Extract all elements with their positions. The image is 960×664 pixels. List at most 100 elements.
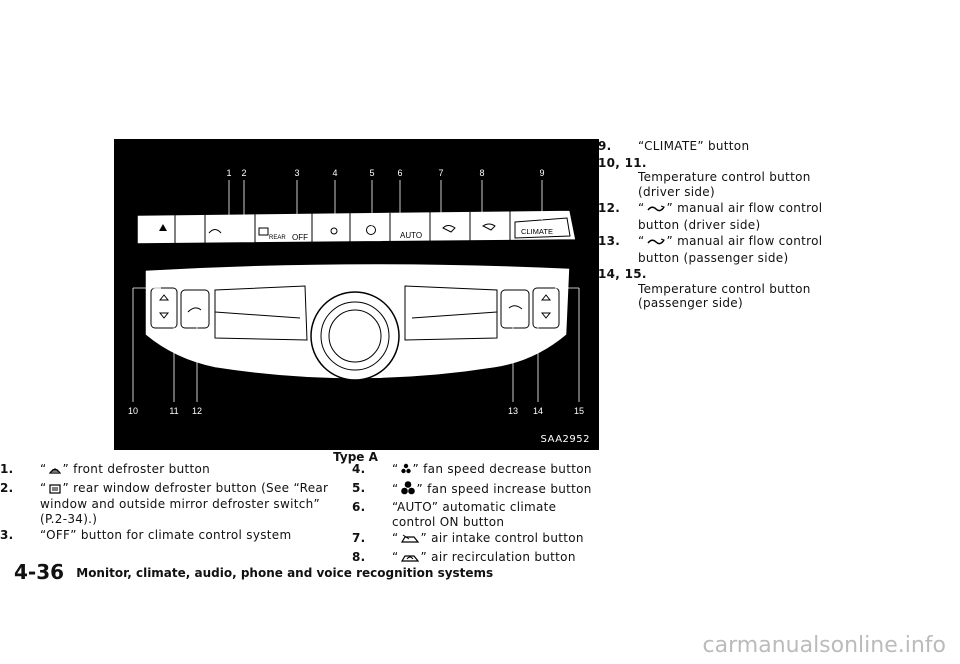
item-text-pre: “: [40, 480, 47, 495]
item-text-post: “OFF” button for climate control system: [40, 528, 292, 542]
list-item: 7. “ ” air intake control button: [352, 531, 600, 548]
callout-1: 1: [226, 168, 231, 178]
rear-label: REAR: [269, 235, 286, 241]
front-defroster-icon: [48, 464, 61, 479]
item-text-post: “CLIMATE” button: [638, 139, 750, 153]
list-item: 13. “” manual air flow control button (pa…: [598, 234, 854, 265]
list-item: 3. “OFF” button for climate control syste…: [0, 528, 342, 543]
fan-large-icon: [366, 225, 376, 235]
figure-code: SAA2952: [540, 434, 590, 445]
item-text-pre: “: [40, 462, 47, 476]
fan-small-icon: [400, 463, 411, 479]
off-label: OFF: [292, 233, 308, 242]
item-number: 7.: [352, 531, 366, 545]
item-text-post: Temperature control button (driver side): [638, 170, 811, 199]
item-text-pre: “: [392, 462, 399, 476]
item-text: “” manual air flow control button (drive…: [638, 201, 854, 232]
control-panel-figure: REAR OFF AUTO CLIMATE: [114, 139, 599, 450]
callout-5: 5: [369, 168, 374, 178]
item-text-pre: “: [638, 234, 645, 248]
item-number: 6.: [352, 500, 366, 514]
list-item: 9. “CLIMATE” button: [598, 139, 854, 154]
item-text-pre: “: [392, 531, 399, 545]
item-text-post: ” air recirculation button: [420, 549, 576, 564]
button-list-left: 1. “ ” front defroster button 2. “” rear win…: [0, 462, 342, 545]
list-item: 12. “” manual air flow control button (dr…: [598, 201, 854, 232]
callout-13: 13: [508, 406, 518, 416]
watermark: carmanualsonline.info: [702, 633, 946, 658]
page-number: 4-36: [14, 560, 65, 584]
item-number: 13.: [598, 234, 621, 248]
list-item: 4. “ ” fan speed decrease button: [352, 462, 600, 479]
item-number: 10, 11.: [598, 155, 647, 170]
control-panel-illustration: REAR OFF AUTO CLIMATE: [128, 168, 584, 416]
item-text-post: ” fan speed increase button: [416, 481, 592, 496]
item-text-pre: “: [638, 201, 645, 215]
air-recirculation-icon: [400, 552, 419, 567]
list-item: 5. “ ” fan speed increase button: [352, 481, 600, 499]
item-text-post: ” manual air flow control button (passen…: [638, 234, 823, 265]
list-item: 10, 11.Temperature control button (drive…: [598, 156, 854, 200]
item-text-post: ” manual air flow control button (driver…: [638, 201, 823, 232]
item-text-post: ” fan speed decrease button: [412, 462, 592, 476]
callout-7: 7: [438, 168, 443, 178]
item-text-post: “AUTO” automatic climate control ON butt…: [392, 500, 557, 529]
fan-large-icon: [400, 480, 415, 499]
air-intake-icon: [400, 533, 419, 548]
section-title: Monitor, climate, audio, phone and voice…: [76, 566, 494, 580]
item-text-post: ” front defroster button: [62, 462, 211, 476]
item-number: 12.: [598, 201, 621, 215]
item-text: “CLIMATE” button: [638, 139, 854, 154]
item-number: 2.: [0, 480, 14, 495]
list-item: 2. “” rear window defroster button (See “…: [0, 481, 342, 527]
callout-4: 4: [332, 168, 337, 178]
fan-small-icon: [330, 227, 338, 235]
front-defroster-icon: [208, 229, 222, 234]
callout-6: 6: [397, 168, 402, 178]
callout-10: 10: [128, 406, 138, 416]
rear-defroster-icon: [258, 227, 269, 236]
air-flow-icon: [646, 236, 665, 251]
item-text: “ ” fan speed increase button: [392, 480, 600, 499]
callout-15: 15: [574, 406, 584, 416]
item-text: “” rear window defroster button (See “Re…: [40, 481, 342, 527]
air-intake-icon: [442, 225, 456, 233]
item-number: 1.: [0, 462, 14, 476]
item-text-post: ” air intake control button: [420, 531, 584, 545]
item-text: “” manual air flow control button (passe…: [638, 234, 854, 265]
list-item: 14, 15.Temperature control button (passe…: [598, 267, 854, 311]
page-footer: 4-36 Monitor, climate, audio, phone and …: [14, 560, 493, 584]
callout-9: 9: [539, 168, 544, 178]
item-number: 4.: [352, 462, 366, 476]
list-item: 8. “ ” air recirculation button: [352, 550, 600, 567]
callout-14: 14: [533, 406, 543, 416]
item-text: “ ” air intake control button: [392, 531, 600, 548]
callout-2: 2: [241, 168, 246, 178]
item-text: “ ” front defroster button: [40, 462, 342, 479]
item-text: “AUTO” automatic climate control ON butt…: [392, 500, 600, 529]
item-text-pre: “: [392, 481, 399, 496]
item-number: 5.: [352, 480, 366, 495]
item-number: 3.: [0, 528, 14, 542]
rear-defroster-icon: [48, 483, 61, 498]
air-flow-icon: [646, 203, 665, 218]
callout-3: 3: [294, 168, 299, 178]
callout-8: 8: [479, 168, 484, 178]
hazard-icon: [159, 224, 167, 231]
item-text: Temperature control button (driver side): [638, 170, 854, 199]
callout-12: 12: [192, 406, 202, 416]
item-number: 8.: [352, 549, 366, 564]
item-number: 14, 15.: [598, 267, 647, 281]
item-text-pre: “: [392, 549, 399, 564]
item-text: Temperature control button (passenger si…: [638, 282, 854, 311]
item-text-post: Temperature control button (passenger si…: [638, 281, 811, 311]
figure-caption: Type A: [333, 450, 378, 464]
air-recirculation-icon: [482, 223, 496, 231]
item-text: “ ” fan speed decrease button: [392, 462, 600, 479]
item-number: 9.: [598, 139, 612, 153]
list-item: 1. “ ” front defroster button: [0, 462, 342, 479]
callout-11: 11: [169, 406, 178, 416]
auto-label: AUTO: [400, 231, 422, 240]
item-text: “ ” air recirculation button: [392, 550, 600, 567]
